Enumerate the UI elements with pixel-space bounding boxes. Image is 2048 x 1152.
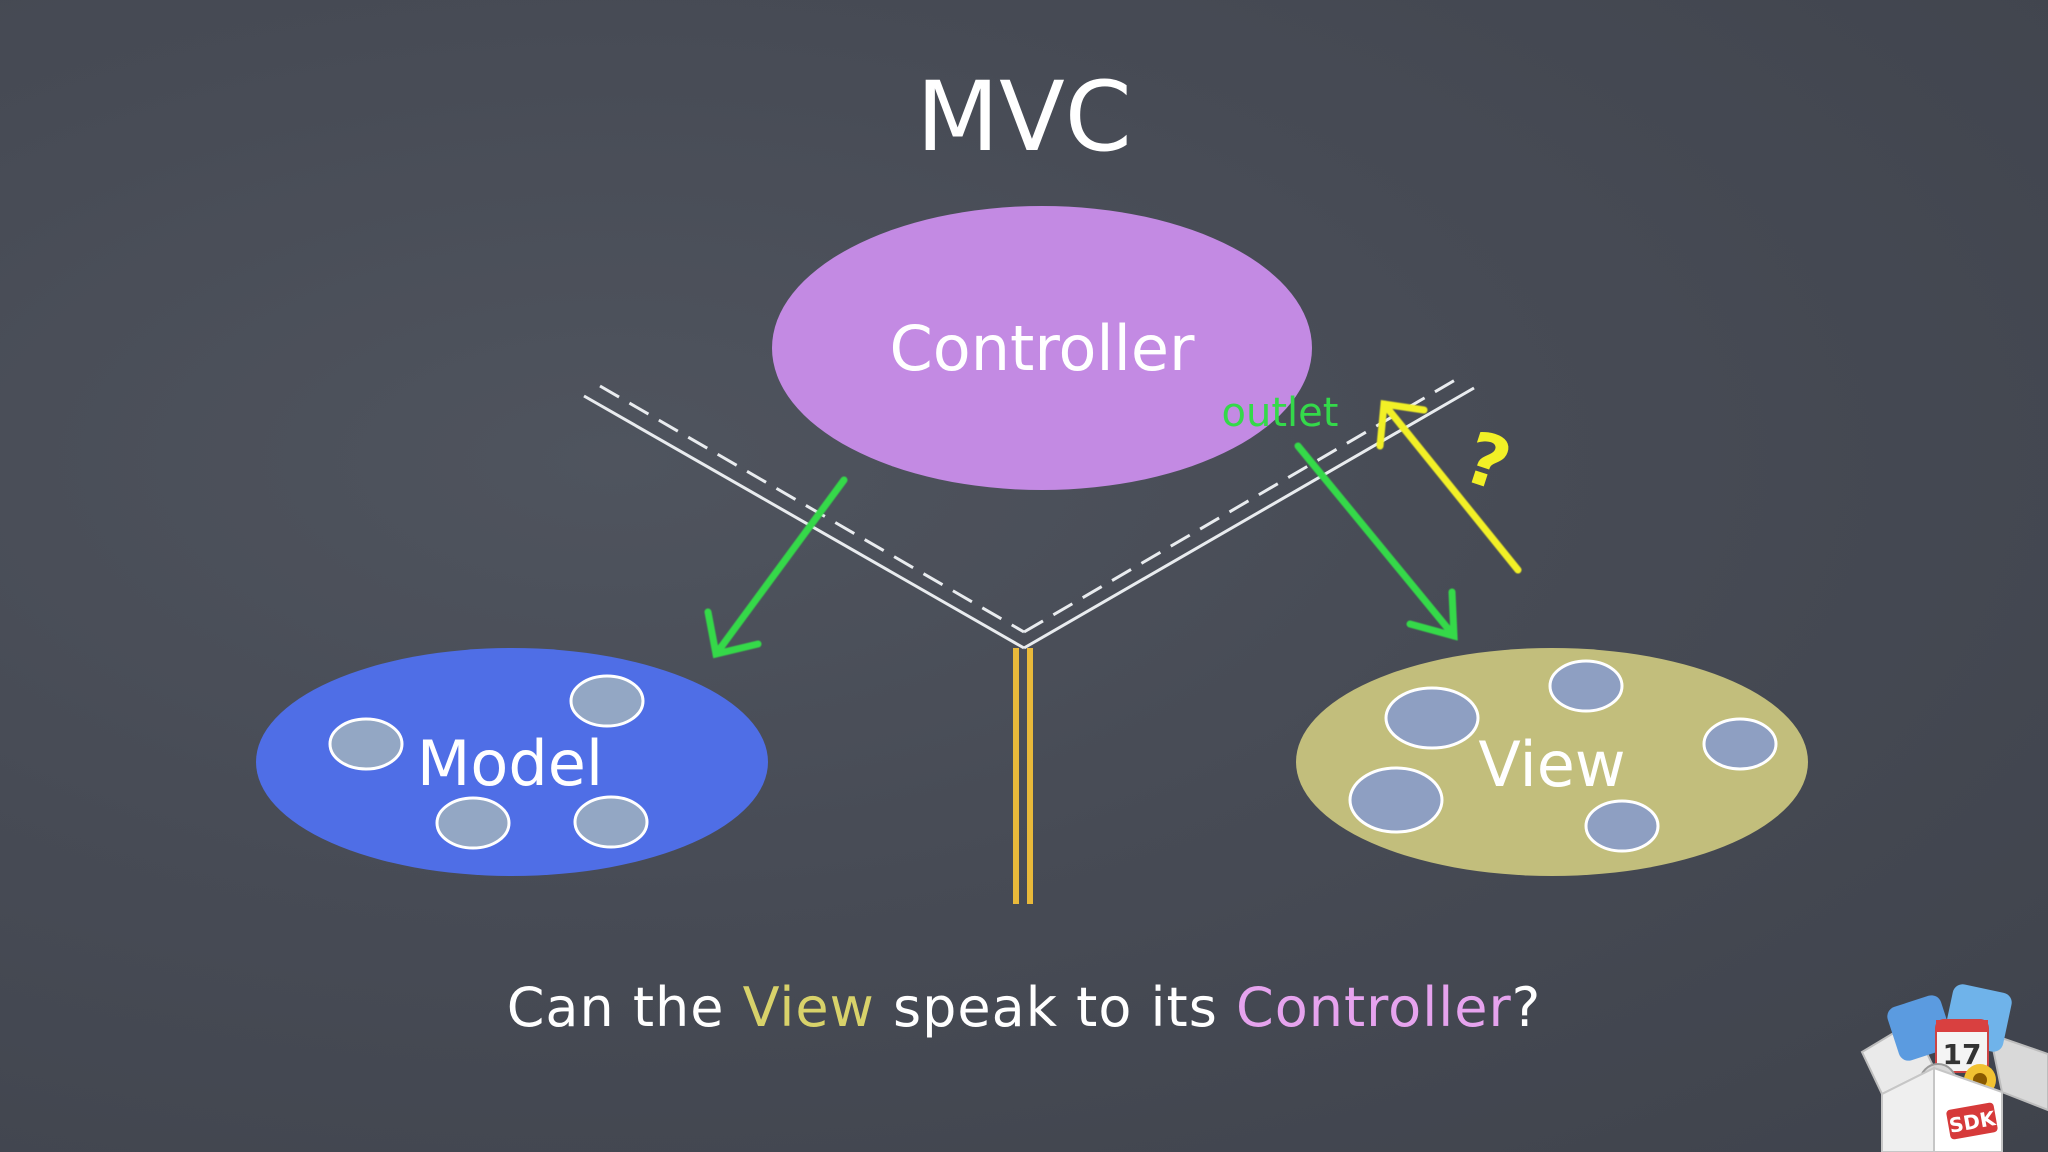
outlet-arrow xyxy=(1294,442,1458,641)
view-objects xyxy=(1348,659,1778,853)
controller-label: Controller xyxy=(890,312,1195,385)
view-object xyxy=(1702,717,1778,771)
outlet-label: outlet xyxy=(1222,390,1339,436)
model-object xyxy=(569,674,645,728)
model-label: Model xyxy=(417,727,603,800)
model-object xyxy=(328,717,404,771)
controller-to-model-arrow xyxy=(704,476,848,659)
view-label: View xyxy=(1478,728,1625,801)
caption-view: View xyxy=(742,976,875,1039)
caption-part1: Can the xyxy=(506,976,743,1039)
question-mark: ? xyxy=(1455,415,1521,508)
divider-lines xyxy=(583,374,1475,650)
view-object xyxy=(1384,686,1480,750)
controller-node xyxy=(772,206,1312,490)
sdk-logo: 17 SDK xyxy=(1860,984,2048,1152)
caption-controller: Controller xyxy=(1236,976,1512,1039)
view-object xyxy=(1548,659,1624,713)
caption-part3: ? xyxy=(1511,976,1542,1039)
view-to-controller-arrow xyxy=(1376,399,1522,574)
view-object xyxy=(1348,766,1444,834)
yellow-double-line xyxy=(1013,648,1033,904)
slide-caption: Can the View speak to its Controller? xyxy=(0,976,2048,1039)
view-object xyxy=(1584,799,1660,853)
caption-part2: speak to its xyxy=(874,976,1237,1039)
slide-title: MVC xyxy=(916,61,1132,173)
model-object xyxy=(435,796,511,850)
model-object xyxy=(573,795,649,849)
model-objects xyxy=(328,674,649,850)
